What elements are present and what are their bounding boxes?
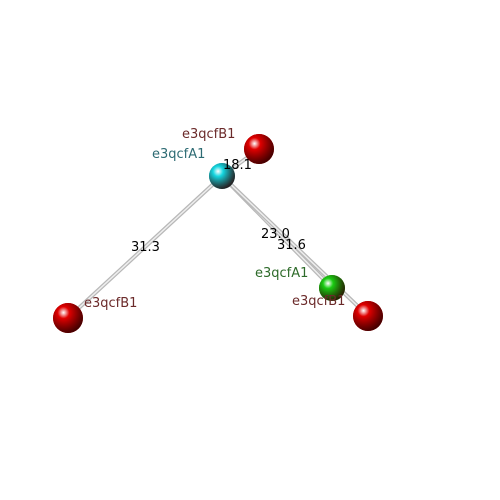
edge-label: 31.3 [131, 240, 160, 255]
nodes-layer [53, 134, 383, 333]
node-label: e3qcfA1 [152, 147, 205, 162]
node-label: e3qcfB1 [292, 294, 345, 309]
edge-label: 18.1 [223, 158, 252, 173]
node-label: e3qcfA1 [255, 266, 308, 281]
node-labels-layer: e3qcfA1 e3qcfA1 e3qcfB1 e3qcfB1 e3qcfB1 [84, 127, 345, 311]
node-cyan [209, 163, 235, 189]
node-red-right [353, 301, 383, 331]
node-green [319, 275, 345, 301]
node-label: e3qcfB1 [84, 296, 137, 311]
node-label: e3qcfB1 [182, 127, 235, 142]
edge-label: 23.0 [261, 227, 290, 242]
edge-labels-layer: 18.1 31.3 23.031.6 [131, 158, 306, 255]
edges-layer [66, 147, 370, 320]
edge-cyan-red_left [66, 174, 224, 320]
node-red-top [244, 134, 274, 164]
node-red-left [53, 303, 83, 333]
edge-label: 31.6 [277, 238, 306, 253]
